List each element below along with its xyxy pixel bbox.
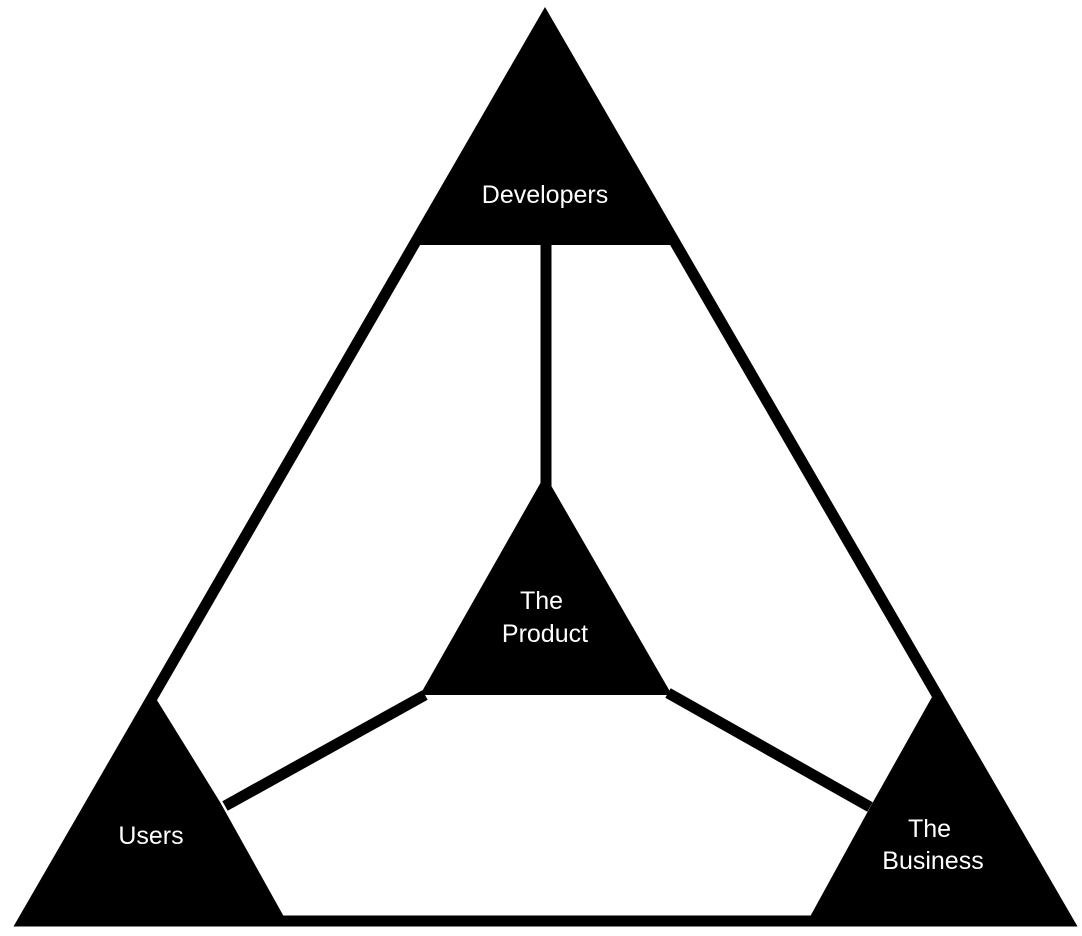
users-shape: [18, 697, 288, 924]
developers-label-line-1: Developers: [482, 181, 608, 209]
product-label-line-1: The: [520, 587, 563, 615]
business-label-line-1: The: [908, 815, 951, 843]
business-label-line-2: Business: [882, 847, 983, 875]
product-shape: [420, 475, 672, 695]
product-label-line-2: Product: [502, 620, 588, 648]
outer-triangle-frame: [13, 7, 1078, 927]
developers-shape: [417, 12, 672, 245]
developers-label: Developers: [482, 181, 608, 209]
connector-business-product: [665, 688, 873, 812]
users-label: Users: [118, 822, 183, 850]
business-shape: [806, 697, 1074, 924]
product-label: The Product: [502, 587, 588, 648]
users-label-line-1: Users: [118, 822, 183, 850]
business-label: The Business: [882, 815, 983, 875]
connector-users-product: [222, 690, 428, 811]
